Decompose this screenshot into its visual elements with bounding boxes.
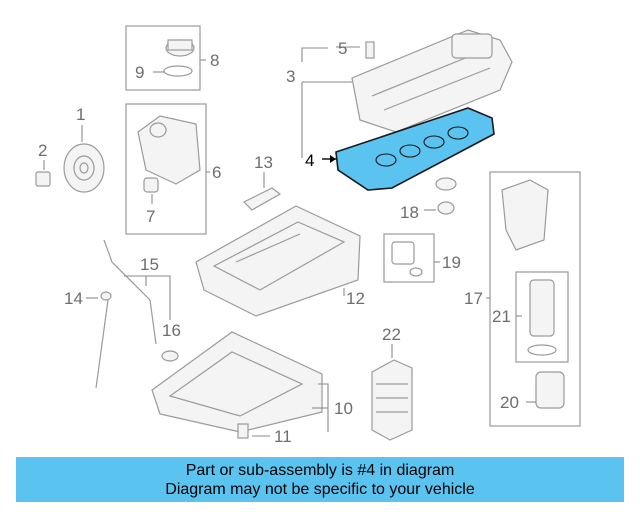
- seal-group: [424, 177, 457, 215]
- oil-filter-housing-part: [501, 179, 549, 251]
- callout-2: 2: [38, 141, 47, 160]
- callout-10: 10: [334, 399, 353, 418]
- callout-9: 9: [135, 63, 144, 82]
- callout-3: 3: [286, 67, 295, 86]
- upper-oil-pan-group: [195, 205, 361, 317]
- baffle-group: [242, 172, 282, 211]
- pulley-part: [63, 143, 105, 193]
- callout-11: 11: [274, 427, 292, 446]
- oil-cap-seal-part: [163, 65, 193, 77]
- timing-cover-sensor-part: [143, 177, 159, 193]
- oil-cooler-group: [371, 344, 413, 441]
- pulley-bolt-part: [35, 171, 51, 187]
- callout-15: 15: [140, 255, 159, 274]
- callout-7: 7: [146, 207, 155, 226]
- pulley-group: [35, 125, 105, 193]
- cooler-gasket-frame: [383, 233, 435, 283]
- valve-cover-group: [301, 29, 513, 158]
- callout-8: 8: [210, 51, 219, 70]
- oil-filter-element-part: [529, 279, 555, 337]
- callout-12: 12: [346, 289, 365, 308]
- seal-part: [435, 177, 457, 191]
- oil-cap-frame: [125, 25, 201, 91]
- callout-1: 1: [76, 105, 85, 124]
- valve-cover-bolt-part: [365, 41, 375, 59]
- callout-21: 21: [492, 307, 511, 326]
- callout-19: 19: [442, 253, 461, 272]
- timing-cover-group: [125, 103, 210, 235]
- banner-line-2: Diagram may not be specific to your vehi…: [165, 481, 475, 498]
- cooler-gasket-group: [383, 233, 440, 283]
- callout-18: 18: [400, 203, 419, 222]
- callout-16: 16: [162, 321, 181, 340]
- cooler-gasket-part: [391, 241, 415, 265]
- oil-cooler-part: [371, 359, 413, 441]
- baffle-part: [242, 187, 282, 211]
- oil-filter-frame: [489, 171, 581, 427]
- oil-filter-cap-part: [535, 371, 565, 409]
- callout-13: 13: [254, 153, 273, 172]
- oil-cap-top: [167, 39, 193, 51]
- dipstick-part: [103, 239, 157, 345]
- timing-cover-frame: [125, 103, 207, 235]
- valve-cover-filler-part: [451, 33, 493, 59]
- callout-20: 20: [500, 393, 519, 412]
- oil-cap-group: [125, 25, 206, 91]
- drain-plug-part: [237, 423, 249, 439]
- dipstick-group: [86, 239, 179, 389]
- callout-17: 17: [464, 289, 483, 308]
- valve-cover-gasket-group: [322, 107, 495, 191]
- upper-oil-pan-part: [195, 205, 361, 317]
- oil-filter-element-frame: [515, 271, 569, 363]
- timing-cover-part: [137, 115, 201, 185]
- parts-diagram: 9 8 1 2 7 6 5 3: [35, 25, 581, 446]
- lower-oil-pan-part: [151, 331, 323, 433]
- dipstick-tube-part: [95, 299, 109, 389]
- oil-filter-group: [486, 171, 581, 427]
- callout-22: 22: [382, 325, 401, 344]
- info-banner: Part or sub-assembly is #4 in diagram Di…: [16, 457, 624, 502]
- callout-5: 5: [338, 39, 347, 58]
- lower-oil-pan-group: [151, 331, 329, 439]
- callout-6: 6: [212, 163, 221, 182]
- banner-line-1: Part or sub-assembly is #4 in diagram: [185, 462, 455, 479]
- callout-14: 14: [64, 289, 83, 308]
- callout-4: 4: [305, 151, 314, 170]
